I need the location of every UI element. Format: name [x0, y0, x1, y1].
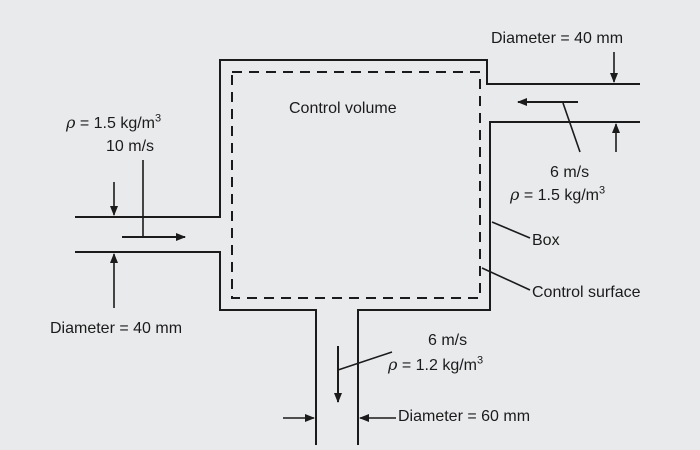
label-control-surface: Control surface: [532, 284, 641, 301]
leader-right-inlet: [562, 102, 581, 153]
box-wall-bottom: [75, 251, 317, 445]
label-left-velocity: 10 m/s: [106, 138, 155, 155]
label-control-volume: Control volume: [289, 100, 397, 117]
label-diameter-right: Diameter = 40 mm: [491, 30, 624, 47]
label-right-velocity: 6 m/s: [550, 164, 590, 181]
control-surface-dashed: [231, 71, 481, 299]
box-wall-right: [357, 121, 640, 445]
label-box: Box: [532, 232, 560, 249]
leader-box: [491, 221, 531, 239]
label-right-density: ρ = 1.5 kg/m3: [510, 184, 606, 204]
label-diameter-bottom: Diameter = 60 mm: [398, 408, 531, 425]
label-diameter-left: Diameter = 40 mm: [50, 320, 183, 337]
label-bottom-velocity: 6 m/s: [428, 332, 468, 349]
label-bottom-density: ρ = 1.2 kg/m3: [388, 354, 484, 374]
box-wall-left: [75, 59, 640, 218]
label-left-density: ρ = 1.5 kg/m3: [66, 112, 162, 132]
leader-control-surface: [481, 267, 531, 291]
leader-bottom-outlet: [337, 351, 393, 371]
